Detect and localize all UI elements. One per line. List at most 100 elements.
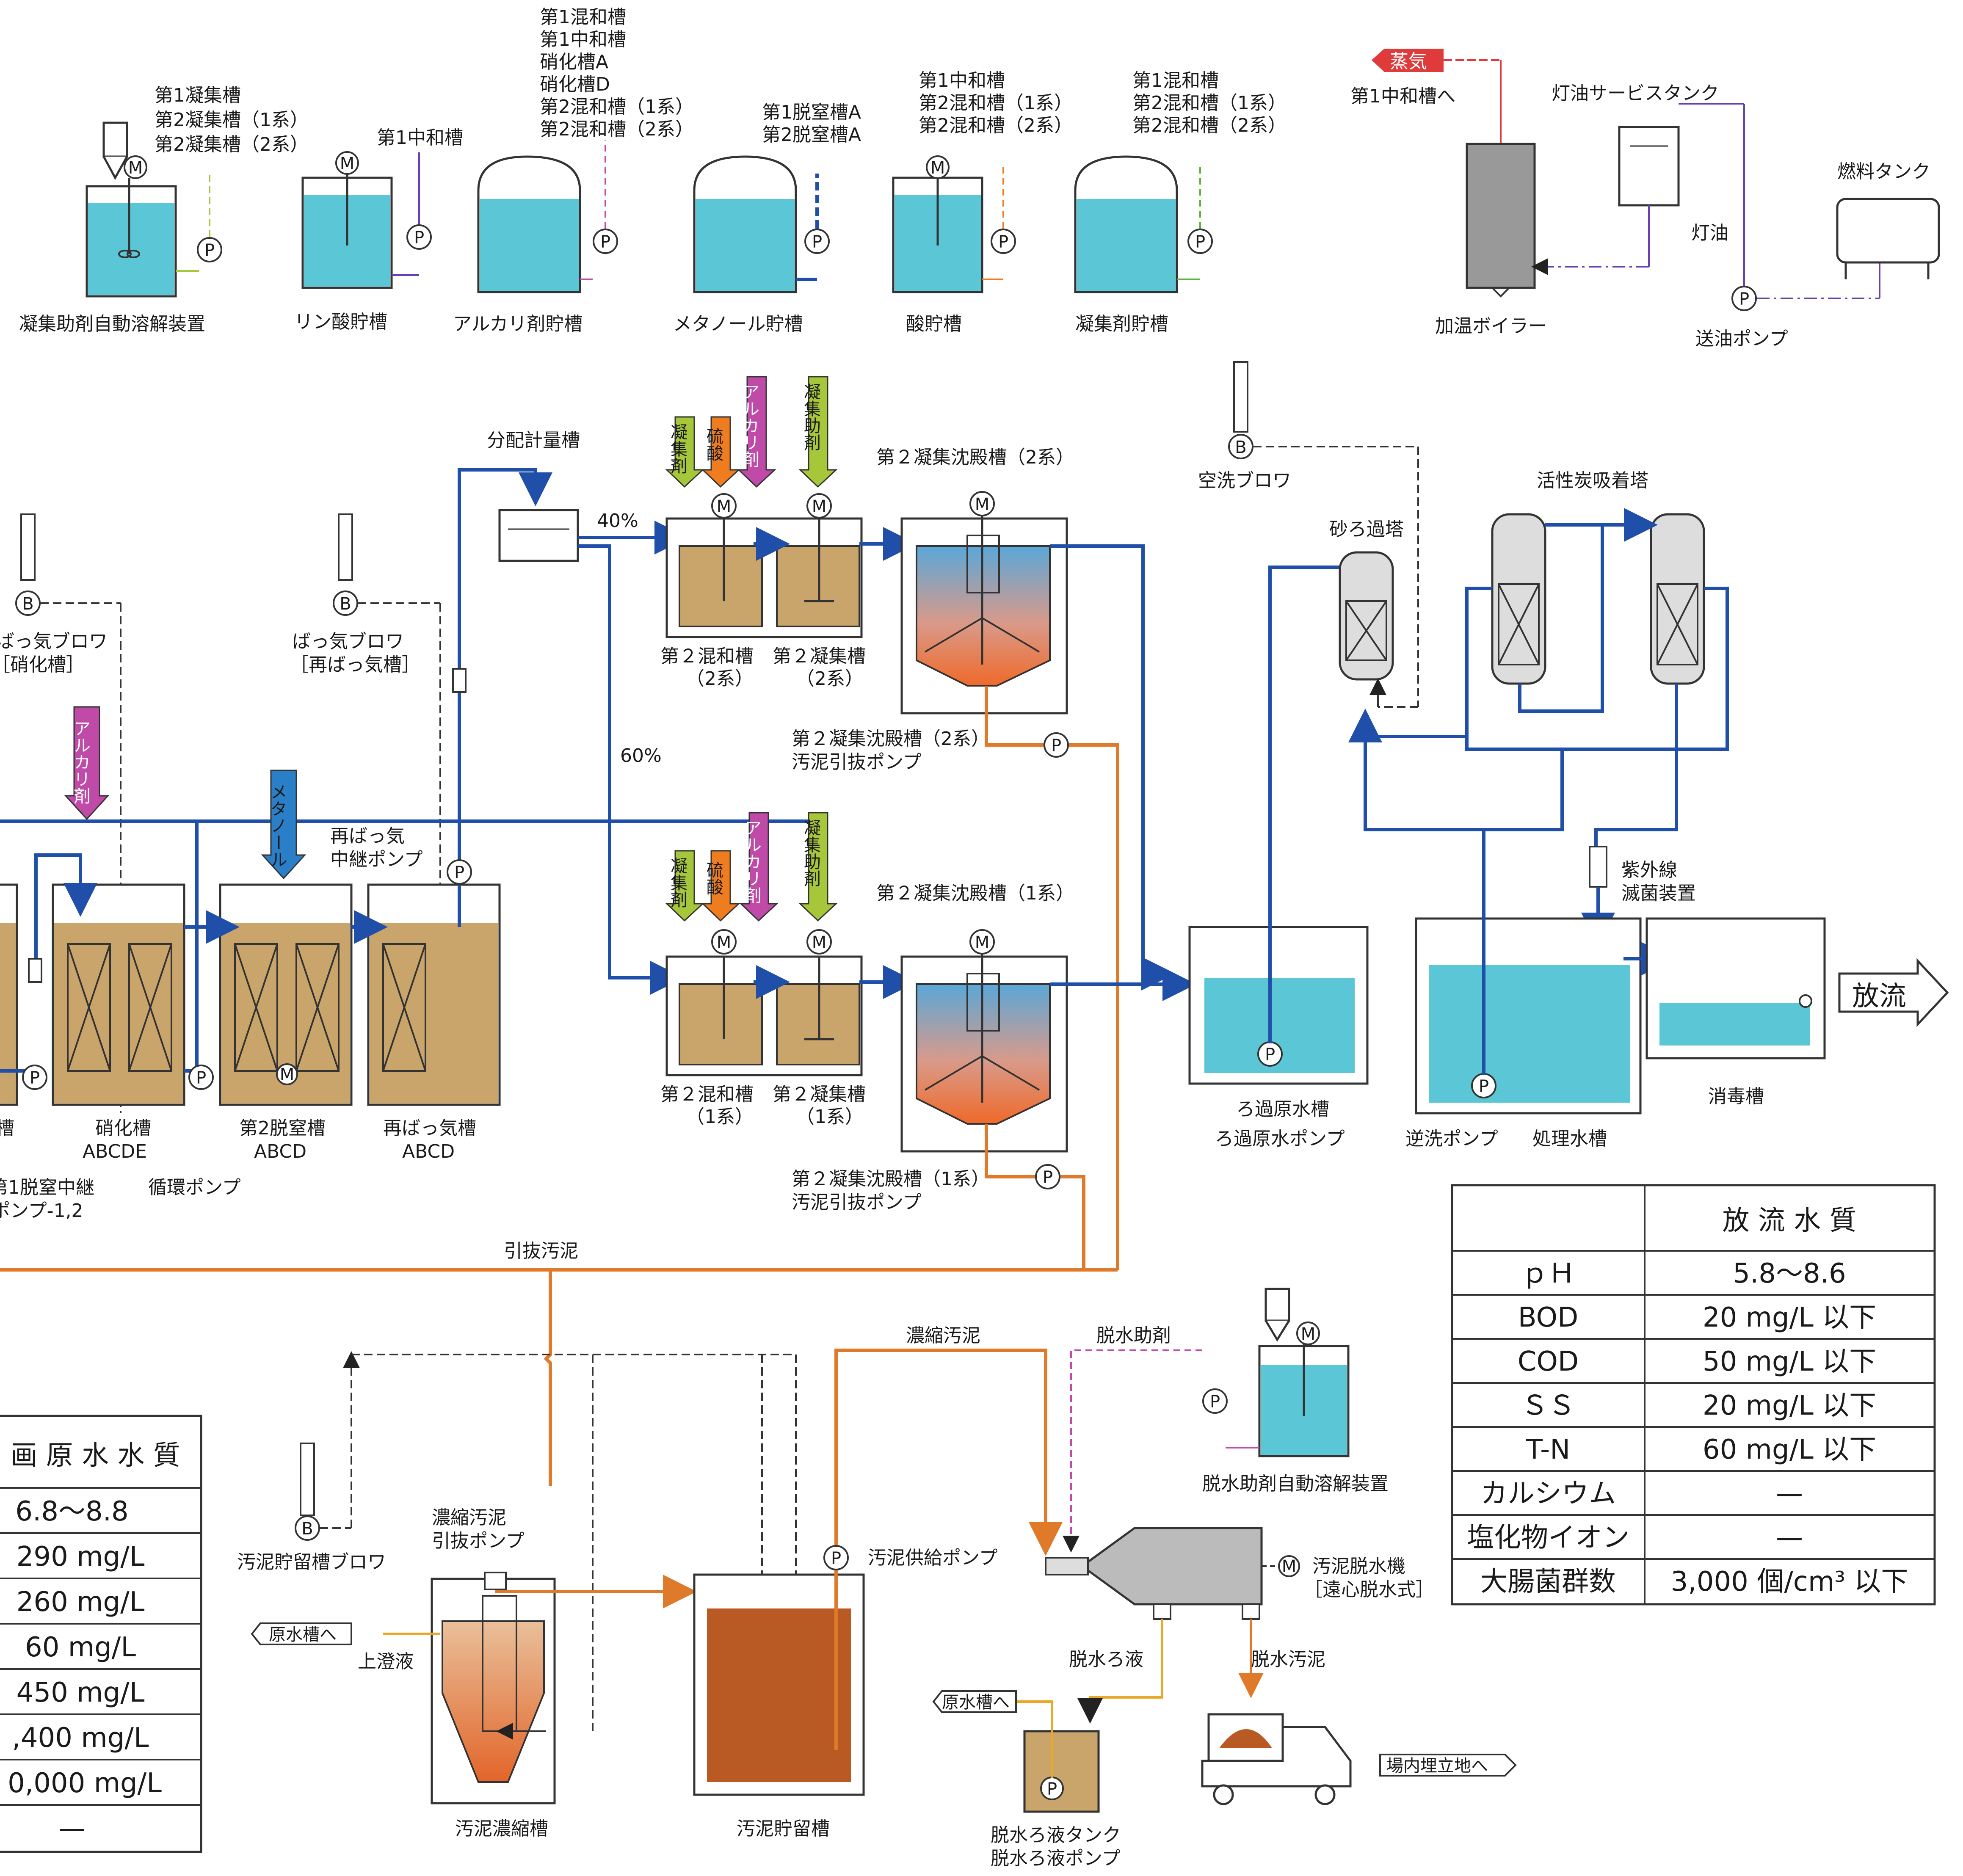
- methanol-arrow-label: メタノール: [268, 783, 287, 868]
- l2-settler-name: 第２凝集沈殿槽（2系）: [876, 447, 1074, 468]
- eff-item-5: カルシウム: [1480, 1478, 1616, 1509]
- raw-table: [0, 1415, 202, 1853]
- coagulant-tank: P: [1074, 155, 1213, 293]
- svg-text:P: P: [30, 1068, 40, 1088]
- svg-text:P: P: [204, 241, 215, 260]
- filter-tank-name: ろ過原水槽: [1236, 1098, 1329, 1120]
- l2-pump-2: 汚泥引抜ポンプ: [792, 751, 922, 773]
- discharge-label: 放流: [1852, 981, 1906, 1012]
- alkali-dest-6: 第2混和槽（2系）: [540, 119, 694, 140]
- svg-text:M: M: [1301, 1324, 1316, 1344]
- effluent-table: [1451, 1184, 1936, 1606]
- coagulant-dest-1: 第1混和槽: [1132, 70, 1219, 91]
- landfill-label: 場内埋立地へ: [1386, 1756, 1488, 1776]
- l2-arrow-coag-aid: 凝集助剤: [801, 383, 820, 451]
- svg-text:P: P: [1043, 1168, 1053, 1187]
- raw-val-4: 450 mg/L: [17, 1677, 145, 1708]
- reaer-tank-2: ABCD: [402, 1141, 455, 1162]
- steam-label: 蒸気: [1390, 51, 1427, 72]
- bio-section: B B M: [0, 468, 813, 1113]
- svg-text:P: P: [812, 232, 822, 252]
- acid-dest-3: 第2混和槽（2系）: [919, 115, 1073, 136]
- denitri1-relay-1: 第1脱窒中継: [0, 1177, 94, 1198]
- svg-text:M: M: [1282, 1557, 1297, 1576]
- svg-text:M: M: [340, 154, 355, 174]
- boiler-name: 加温ボイラー: [1435, 315, 1547, 337]
- l1-mix-1: 第２混和槽: [660, 1084, 754, 1105]
- svg-text:P: P: [454, 863, 464, 883]
- partial-left-label: 槽: [0, 1117, 14, 1139]
- filtrate-label: 脱水ろ液: [1069, 1649, 1143, 1670]
- service-tank-name: 灯油サービスタンク: [1552, 83, 1719, 104]
- acid-name: 酸貯槽: [906, 313, 962, 335]
- treated-tank-name: 処理水槽: [1532, 1128, 1607, 1150]
- eff-item-1: BOD: [1518, 1302, 1578, 1333]
- raw-val-5: ,400 mg/L: [12, 1722, 149, 1754]
- nitri-tank-2: ABCDE: [83, 1141, 147, 1162]
- acid-tank: M P: [892, 155, 1016, 293]
- eff-item-2: COD: [1518, 1346, 1579, 1377]
- alkali-dest-4: 硝化槽D: [540, 74, 610, 95]
- svg-text:B: B: [340, 594, 351, 614]
- uv-1: 紫外線: [1621, 859, 1677, 881]
- svg-text:P: P: [831, 1549, 841, 1568]
- fuel-tank-name: 燃料タンク: [1837, 161, 1930, 182]
- eff-item-7: 大腸菌群数: [1480, 1566, 1616, 1597]
- methanol-tank: P: [693, 155, 830, 293]
- relay-pump-1: 再ばっ気: [330, 825, 405, 847]
- svg-text:P: P: [1047, 1779, 1057, 1799]
- line2-process: M M M P: [665, 376, 1175, 1270]
- l1-coag-2: （1系）: [796, 1106, 864, 1128]
- oil-pump-name: 送油ポンプ: [1695, 328, 1788, 350]
- coag-aid-dest-2: 第2凝集槽（1系）: [155, 109, 309, 131]
- raw-val-3: 60 mg/L: [25, 1632, 136, 1663]
- svg-text:M: M: [128, 158, 143, 178]
- kerosene-label: 灯油: [1691, 222, 1728, 244]
- svg-text:P: P: [414, 228, 424, 248]
- split-40: 40%: [597, 510, 638, 532]
- alkali-dest-2: 第1中和槽: [540, 29, 626, 50]
- raw-val-7: —: [58, 1813, 86, 1844]
- svg-text:P: P: [1479, 1077, 1489, 1096]
- l1-mix-2: （1系）: [686, 1106, 754, 1128]
- dewaterer-2: ［遠心脱水式］: [1304, 1579, 1434, 1600]
- l2-mix-2: （2系）: [686, 668, 754, 690]
- coagulant-dest-3: 第2混和槽（2系）: [1132, 115, 1287, 136]
- svg-text:M: M: [975, 495, 990, 514]
- l1-pump-1: 第２凝集沈殿槽（1系）: [792, 1168, 990, 1190]
- acid-dest-1: 第1中和槽: [919, 70, 1005, 91]
- boiler-group: P: [1372, 49, 1940, 311]
- coagulant-dest-2: 第2混和槽（1系）: [1132, 92, 1287, 114]
- raw-val-0: 6.8〜8.8: [15, 1496, 129, 1527]
- eff-val-4: 60 mg/L 以下: [1703, 1434, 1876, 1465]
- coag-aid-dissolver: M P: [86, 121, 222, 298]
- blower-nitri-2: ［硝化槽］: [0, 654, 85, 676]
- blower-reaer-2: ［再ばっ気槽］: [290, 654, 420, 676]
- phosphoric-name: リン酸貯槽: [294, 311, 387, 333]
- phosphoric-tank: M P: [301, 151, 432, 289]
- l1-arrow-alkali: アルカリ剤: [742, 819, 761, 904]
- supernatant-label: 上澄液: [358, 1651, 414, 1672]
- methanol-dest-1: 第1脱窒槽A: [762, 102, 861, 123]
- svg-text:P: P: [1051, 736, 1061, 756]
- dewater-aid-label: 脱水助剤: [1096, 1325, 1171, 1346]
- reaer-tank-1: 再ばっ気槽: [383, 1117, 476, 1139]
- l1-arrow-coag-aid: 凝集助剤: [801, 819, 820, 887]
- svg-text:B: B: [1235, 438, 1246, 457]
- svg-text:P: P: [196, 1068, 206, 1088]
- eff-val-5: —: [1776, 1478, 1803, 1509]
- methanol-dest-2: 第2脱窒槽A: [762, 124, 861, 146]
- blower-reaer-1: ばっ気ブロワ: [292, 631, 404, 652]
- eff-item-0: ｐＨ: [1521, 1258, 1575, 1289]
- sand-filter-name: 砂ろ過塔: [1329, 519, 1404, 540]
- l1-pump-2: 汚泥引抜ポンプ: [792, 1192, 922, 1213]
- alkali-dest-3: 硝化槽A: [540, 51, 608, 73]
- svg-text:B: B: [301, 1519, 313, 1539]
- filter-pump-name: ろ過原水ポンプ: [1215, 1128, 1345, 1150]
- relay-pump-2: 中継ポンプ: [330, 849, 423, 870]
- effluent-header: 放 流 水 質: [1722, 1205, 1856, 1236]
- l2-coag-2: （2系）: [796, 668, 864, 690]
- l2-arrow-alkali: アルカリ剤: [740, 383, 759, 468]
- l1-arrow-sulfuric: 硫酸: [704, 861, 723, 895]
